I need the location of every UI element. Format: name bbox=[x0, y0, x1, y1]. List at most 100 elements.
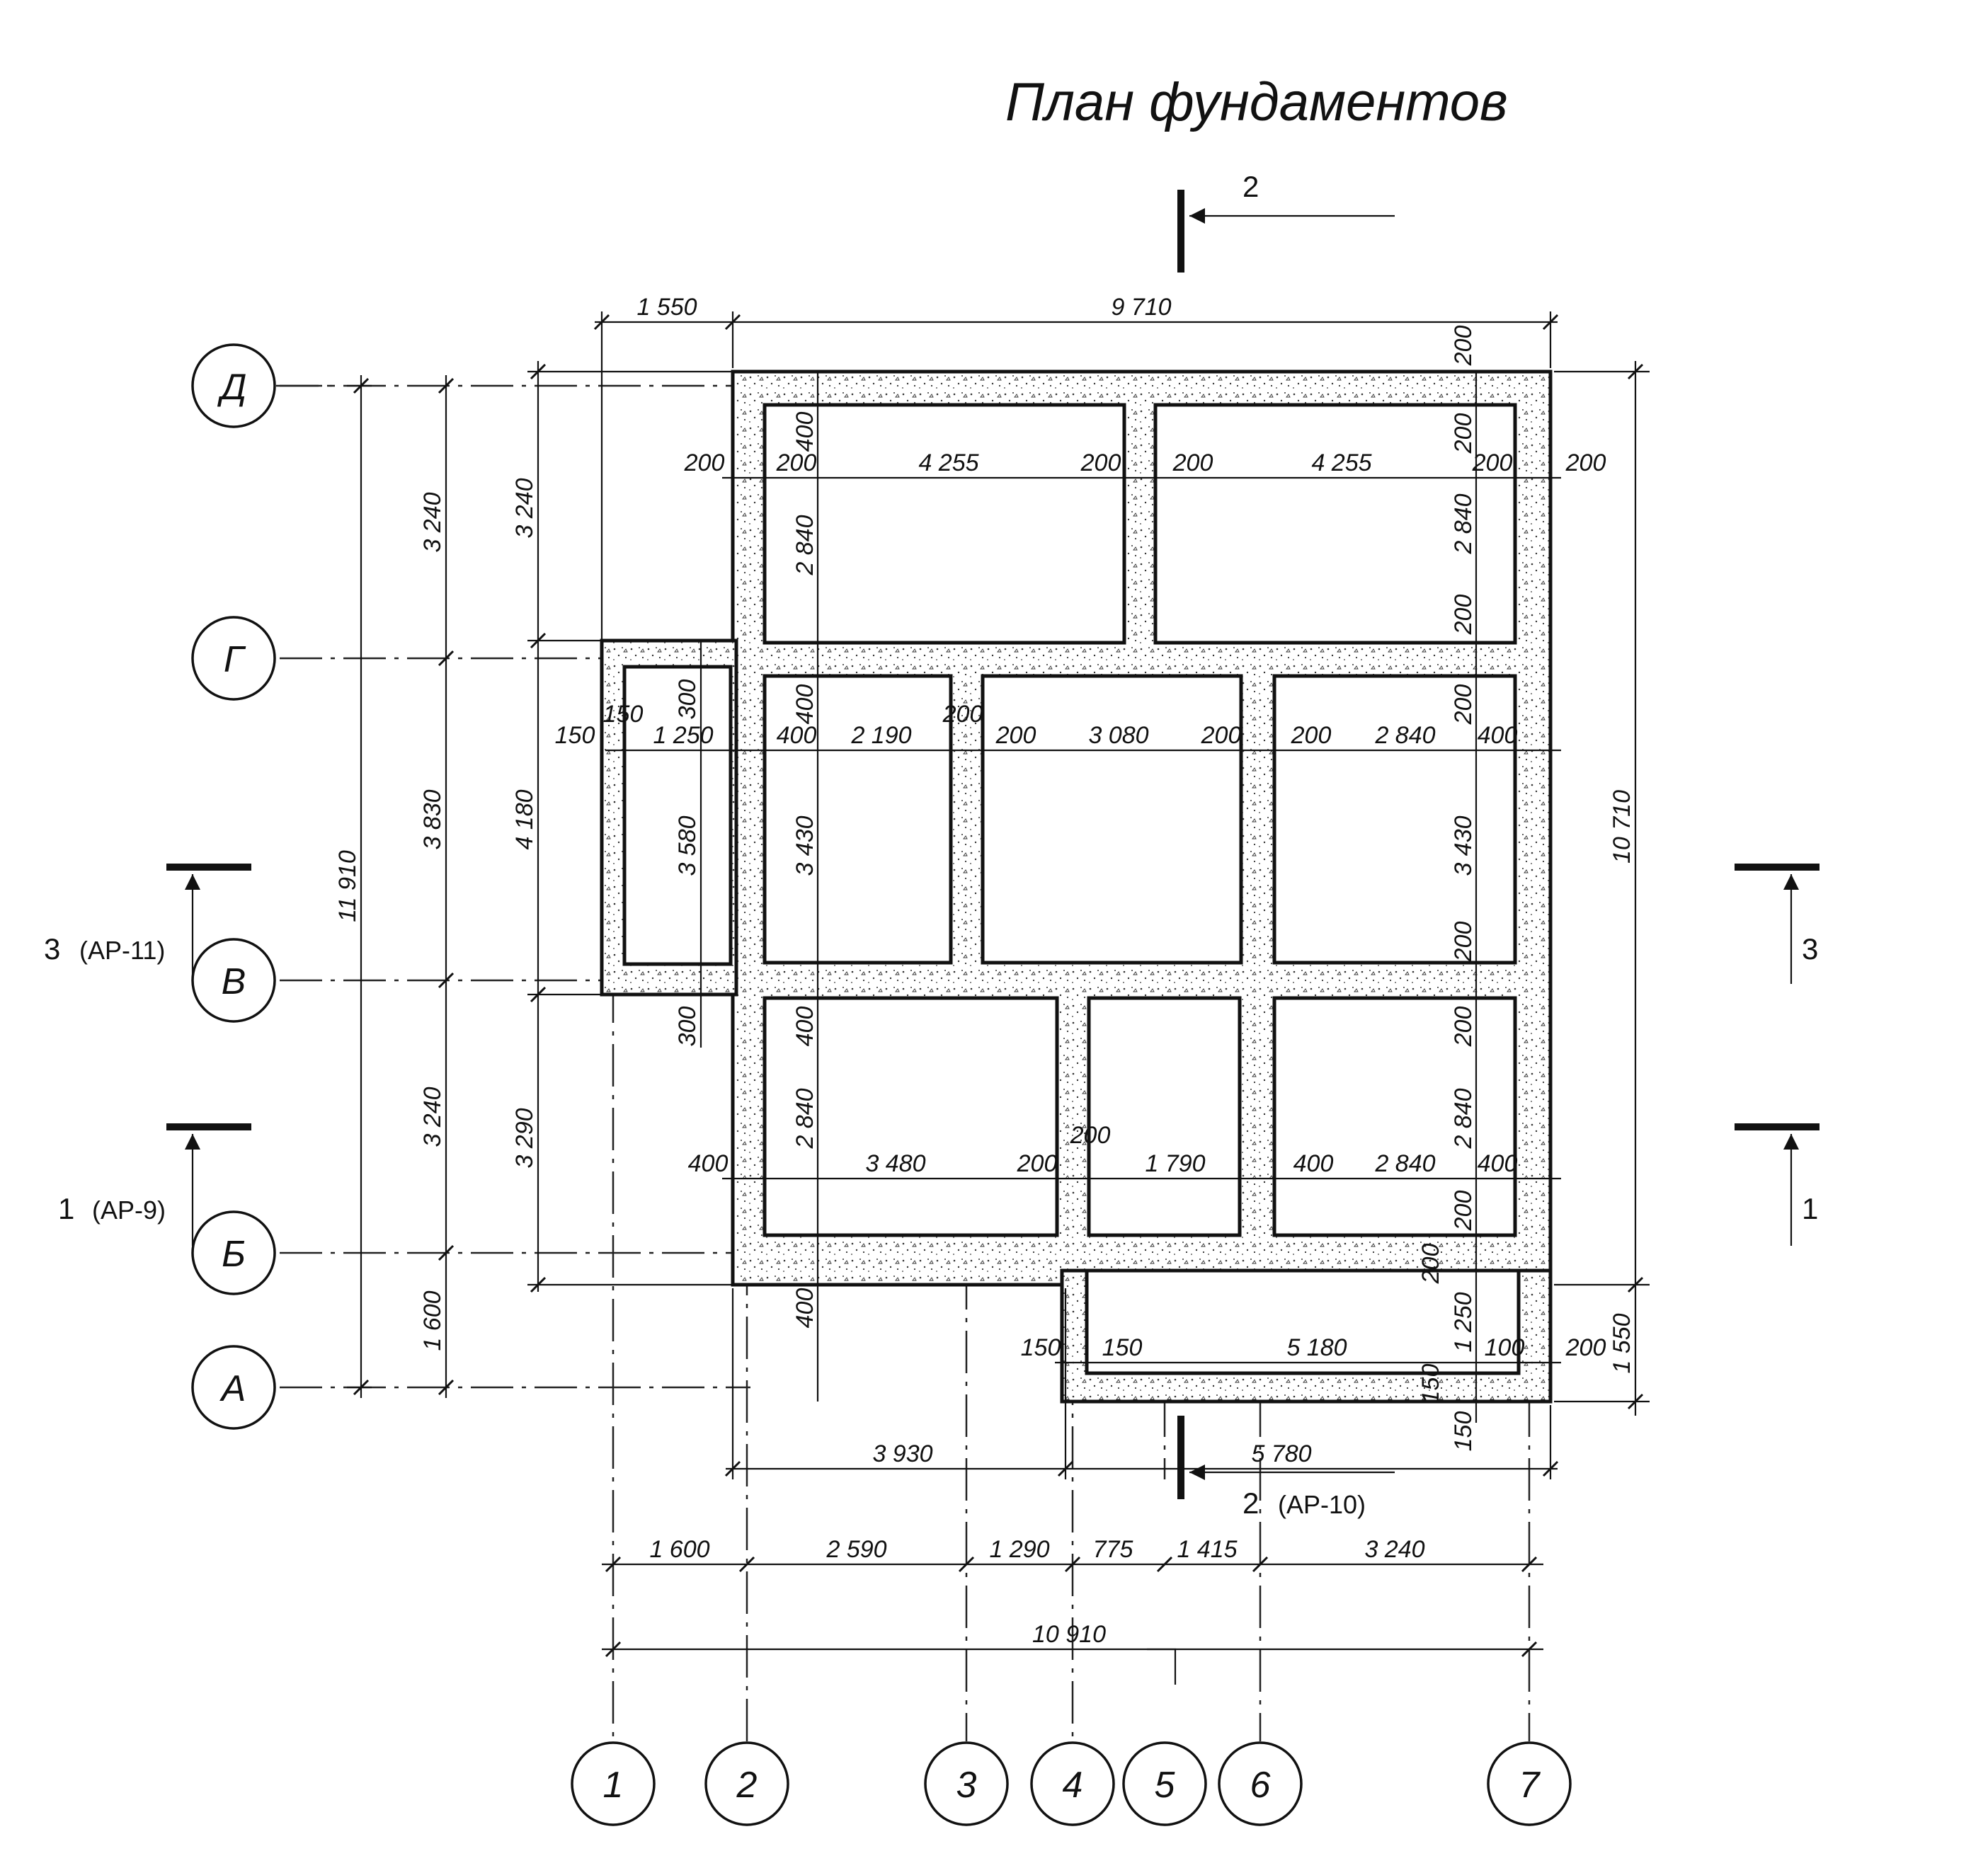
svg-text:150: 150 bbox=[1102, 1334, 1143, 1361]
svg-text:4 255: 4 255 bbox=[1311, 449, 1371, 476]
section-marker-2-top: 2 bbox=[1177, 170, 1395, 273]
svg-text:400: 400 bbox=[792, 412, 818, 452]
section-marker-1-left: 1 (АР-9) bbox=[58, 1123, 251, 1246]
svg-text:150: 150 bbox=[555, 722, 595, 749]
svg-text:2 840: 2 840 bbox=[1374, 1150, 1435, 1177]
dimension-labels: 1 550 9 710 200 200 4 255 200 200 4 255 … bbox=[555, 294, 1606, 1648]
svg-text:200: 200 bbox=[1017, 1150, 1058, 1177]
svg-text:400: 400 bbox=[792, 684, 818, 725]
axis-bubble-3: 3 bbox=[924, 1741, 1009, 1826]
svg-text:200: 200 bbox=[1450, 684, 1477, 726]
section-marker-2-bottom: 2 (АР-10) bbox=[1177, 1416, 1395, 1520]
svg-text:4 180: 4 180 bbox=[511, 789, 538, 849]
svg-text:2: 2 bbox=[1242, 170, 1259, 203]
svg-text:400: 400 bbox=[1478, 722, 1518, 749]
svg-text:Г: Г bbox=[224, 639, 246, 680]
svg-text:1 550: 1 550 bbox=[636, 294, 697, 321]
svg-text:1 790: 1 790 bbox=[1145, 1150, 1205, 1177]
axis-bubble-A: А bbox=[191, 1345, 276, 1430]
svg-text:5 180: 5 180 bbox=[1286, 1334, 1347, 1361]
svg-text:200: 200 bbox=[1565, 449, 1606, 476]
svg-text:3 930: 3 930 bbox=[872, 1440, 932, 1467]
svg-text:200: 200 bbox=[776, 449, 817, 476]
svg-text:1 600: 1 600 bbox=[419, 1290, 446, 1351]
svg-text:3 830: 3 830 bbox=[419, 789, 446, 849]
svg-text:775: 775 bbox=[1093, 1536, 1133, 1563]
svg-text:3 290: 3 290 bbox=[511, 1108, 538, 1168]
axis-bubble-B: Б bbox=[191, 1210, 276, 1295]
svg-text:Д: Д bbox=[217, 367, 247, 408]
svg-text:2: 2 bbox=[1242, 1486, 1259, 1520]
svg-text:200: 200 bbox=[1450, 326, 1477, 367]
axis-bubble-2: 2 bbox=[704, 1741, 789, 1826]
svg-text:150: 150 bbox=[1450, 1411, 1477, 1452]
svg-text:10 910: 10 910 bbox=[1032, 1621, 1106, 1648]
section-marker-3-right: 3 bbox=[1735, 864, 1820, 984]
svg-text:200: 200 bbox=[995, 722, 1036, 749]
svg-text:5 780: 5 780 bbox=[1251, 1440, 1311, 1467]
axis-bubble-D: Д bbox=[191, 343, 333, 428]
svg-text:3: 3 bbox=[1802, 932, 1818, 965]
svg-text:2 840: 2 840 bbox=[792, 1088, 818, 1149]
svg-text:200: 200 bbox=[684, 449, 725, 476]
svg-text:(АР-11): (АР-11) bbox=[79, 936, 165, 965]
svg-text:400: 400 bbox=[792, 1007, 818, 1047]
svg-text:4: 4 bbox=[1063, 1765, 1083, 1806]
svg-text:11 910: 11 910 bbox=[334, 850, 361, 922]
svg-text:3: 3 bbox=[956, 1765, 977, 1806]
svg-text:2 840: 2 840 bbox=[1374, 722, 1435, 749]
svg-text:1 250: 1 250 bbox=[1450, 1292, 1477, 1352]
axis-bubble-V: В bbox=[191, 938, 276, 1023]
svg-text:В: В bbox=[222, 961, 246, 1002]
svg-text:3: 3 bbox=[44, 932, 60, 965]
svg-text:1 250: 1 250 bbox=[653, 722, 713, 749]
svg-text:1: 1 bbox=[603, 1765, 624, 1806]
svg-text:5: 5 bbox=[1155, 1765, 1176, 1806]
svg-text:400: 400 bbox=[1293, 1150, 1334, 1177]
axis-bubble-5: 5 bbox=[1122, 1741, 1207, 1826]
svg-text:1 415: 1 415 bbox=[1177, 1536, 1237, 1563]
dimension-ticks bbox=[353, 314, 1644, 1658]
svg-text:200: 200 bbox=[1450, 413, 1477, 454]
svg-text:200: 200 bbox=[1450, 1007, 1477, 1048]
svg-text:200: 200 bbox=[942, 701, 983, 728]
svg-text:200: 200 bbox=[1080, 449, 1121, 476]
svg-text:1 600: 1 600 bbox=[649, 1536, 709, 1563]
svg-text:3 580: 3 580 bbox=[674, 815, 701, 876]
svg-text:200: 200 bbox=[1450, 1191, 1477, 1232]
svg-text:3 430: 3 430 bbox=[792, 815, 818, 876]
svg-text:3 430: 3 430 bbox=[1450, 815, 1477, 876]
svg-text:2 840: 2 840 bbox=[1450, 1088, 1477, 1149]
section-marker-3-left: 3 (АР-11) bbox=[44, 864, 251, 984]
svg-text:400: 400 bbox=[688, 1150, 729, 1177]
svg-text:(АР-10): (АР-10) bbox=[1278, 1490, 1366, 1519]
svg-text:200: 200 bbox=[1450, 922, 1477, 963]
svg-text:1 290: 1 290 bbox=[989, 1536, 1049, 1563]
svg-text:7: 7 bbox=[1519, 1765, 1541, 1806]
svg-text:200: 200 bbox=[1565, 1334, 1606, 1361]
drawing-title: План фундаментов bbox=[1005, 72, 1508, 132]
svg-text:2 590: 2 590 bbox=[826, 1536, 886, 1563]
svg-text:200: 200 bbox=[1450, 595, 1477, 636]
svg-text:10 710: 10 710 bbox=[1609, 790, 1635, 864]
svg-text:А: А bbox=[219, 1368, 246, 1409]
svg-text:200: 200 bbox=[1070, 1122, 1111, 1149]
svg-text:3 480: 3 480 bbox=[865, 1150, 925, 1177]
axis-bubble-1: 1 bbox=[571, 1741, 656, 1826]
axis-bubble-G: Г bbox=[191, 616, 276, 701]
foundation-walls bbox=[600, 369, 1553, 1404]
svg-text:200: 200 bbox=[1291, 722, 1332, 749]
axis-bubble-7: 7 bbox=[1487, 1741, 1572, 1826]
svg-text:200: 200 bbox=[1417, 1244, 1444, 1285]
svg-text:100: 100 bbox=[1485, 1334, 1525, 1361]
svg-text:2 840: 2 840 bbox=[1450, 493, 1477, 554]
svg-text:200: 200 bbox=[1201, 722, 1242, 749]
svg-text:150: 150 bbox=[603, 701, 644, 728]
svg-text:150: 150 bbox=[1021, 1334, 1061, 1361]
svg-text:2 190: 2 190 bbox=[850, 722, 911, 749]
svg-text:9 710: 9 710 bbox=[1111, 294, 1171, 321]
axis-bubble-4: 4 bbox=[1030, 1741, 1115, 1826]
svg-text:3 240: 3 240 bbox=[419, 1087, 446, 1147]
svg-text:(АР-9): (АР-9) bbox=[92, 1196, 166, 1225]
